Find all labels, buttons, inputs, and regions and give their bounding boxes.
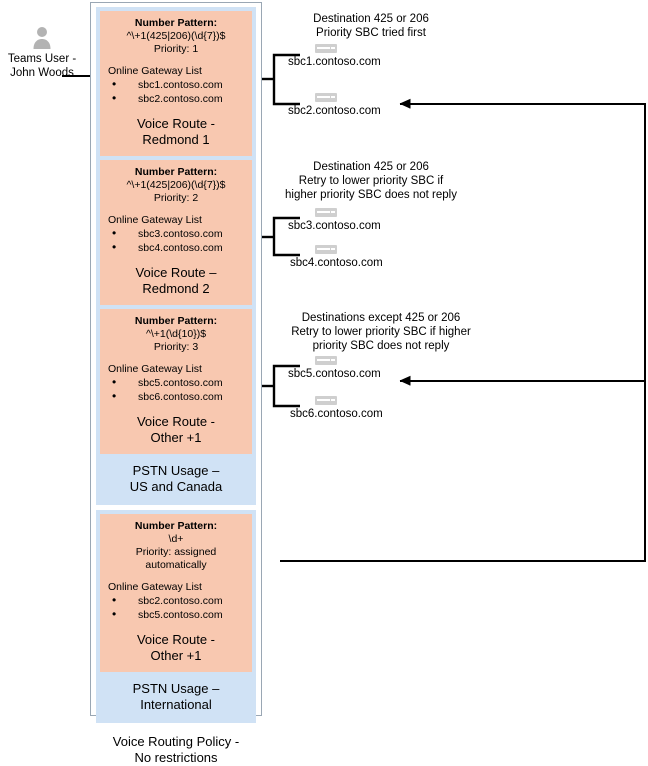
gateway-list-item: sbc3.contoso.com: [108, 226, 244, 241]
pattern-value: ^\+1(425|206)(\d{7})$: [126, 30, 226, 42]
gateway-list-item: sbc5.contoso.com: [108, 375, 244, 390]
voice-route-name: Voice Route -Redmond 1: [136, 116, 216, 147]
pstn-usage-label: PSTN Usage –US and Canada: [129, 463, 223, 494]
pattern-value: ^\+1(\d{10})$: [145, 328, 207, 340]
sbc-server-icon: [315, 356, 337, 365]
voice-route-redmond-2[interactable]: Number Pattern: ^\+1(425|206)(\d{7})$ Pr…: [100, 160, 252, 305]
voice-routing-policy-label: Voice Routing Policy -No restrictions: [112, 734, 240, 765]
voice-route-name: Voice Route –Redmond 2: [135, 265, 217, 296]
wire-international-loop: [280, 103, 646, 562]
gateway-list-title: Online Gateway List: [108, 65, 202, 77]
pattern-title: Number Pattern:: [134, 17, 218, 29]
voice-route-name: Voice Route -Other +1: [136, 414, 216, 445]
pattern-value: ^\+1(425|206)(\d{7})$: [126, 179, 226, 191]
sbc-node-label: sbc5.contoso.com: [288, 368, 381, 380]
number-pattern-label: Number Pattern: ^\+1(425|206)(\d{7})$: [108, 17, 244, 43]
voice-route-name: Voice Route -Other +1: [136, 632, 216, 663]
sbc-node-label: sbc2.contoso.com: [288, 105, 381, 117]
sbc-node-label: sbc1.contoso.com: [288, 56, 381, 68]
pattern-title: Number Pattern:: [134, 315, 218, 327]
sbc-node-label: sbc3.contoso.com: [288, 220, 381, 232]
sbc-node-sbc1[interactable]: sbc1.contoso.com: [288, 44, 381, 69]
sbc-server-icon: [315, 44, 337, 53]
pattern-value: \d+: [168, 533, 184, 545]
pattern-title: Number Pattern:: [134, 166, 218, 178]
teams-user-node: Teams User -John Woods: [0, 24, 84, 80]
person-avatar-icon: [33, 27, 51, 49]
sbc-node-sbc4[interactable]: sbc4.contoso.com: [290, 245, 383, 270]
priority-label: Priority: 1: [153, 43, 199, 55]
sbc-node-label: sbc4.contoso.com: [290, 257, 383, 269]
gateway-list-item: sbc4.contoso.com: [108, 240, 244, 255]
connector-lines: [62, 53, 646, 562]
gateway-list-item: sbc1.contoso.com: [108, 77, 244, 92]
gateway-list-item: sbc2.contoso.com: [108, 593, 244, 608]
gateway-list: sbc1.contoso.com sbc2.contoso.com: [108, 77, 244, 106]
priority-label: Priority: 3: [153, 341, 199, 353]
sbc-node-sbc6[interactable]: sbc6.contoso.com: [290, 396, 383, 421]
priority-label: Priority: 2: [153, 192, 199, 204]
sbc-server-icon: [315, 396, 337, 405]
pstn-usage-group-us-canada[interactable]: Number Pattern: ^\+1(425|206)(\d{7})$ Pr…: [96, 7, 256, 505]
teams-user-label: Teams User -John Woods: [7, 53, 77, 79]
gateway-list: sbc5.contoso.com sbc6.contoso.com: [108, 375, 244, 404]
gateway-list: sbc3.contoso.com sbc4.contoso.com: [108, 226, 244, 255]
voice-routing-policy-box[interactable]: Number Pattern: ^\+1(425|206)(\d{7})$ Pr…: [90, 2, 262, 765]
number-pattern-label: Number Pattern: ^\+1(\d{10})$: [108, 315, 244, 341]
sbc-node-sbc5[interactable]: sbc5.contoso.com: [288, 356, 381, 381]
gateway-list-title: Online Gateway List: [108, 581, 202, 593]
number-pattern-label: Number Pattern: \d+: [108, 520, 244, 546]
gateway-list-title: Online Gateway List: [108, 363, 202, 375]
sbc-server-icon: [315, 245, 337, 254]
gateway-list: sbc2.contoso.com sbc5.contoso.com: [108, 593, 244, 622]
sbc-node-sbc3[interactable]: sbc3.contoso.com: [288, 208, 381, 233]
sbc-node-label: sbc6.contoso.com: [290, 408, 383, 420]
gateway-list-item: sbc5.contoso.com: [108, 607, 244, 622]
voice-route-other-plus1-domestic[interactable]: Number Pattern: ^\+1(\d{10})$ Priority: …: [100, 309, 252, 454]
pstn-usage-label: PSTN Usage –International: [132, 681, 220, 712]
voice-route-redmond-1[interactable]: Number Pattern: ^\+1(425|206)(\d{7})$ Pr…: [100, 11, 252, 156]
pattern-title: Number Pattern:: [134, 520, 218, 532]
number-pattern-label: Number Pattern: ^\+1(425|206)(\d{7})$: [108, 166, 244, 192]
gateway-list-item: sbc6.contoso.com: [108, 389, 244, 404]
gateway-list-title: Online Gateway List: [108, 214, 202, 226]
sbc-node-sbc2[interactable]: sbc2.contoso.com: [288, 93, 381, 118]
sbc-server-icon: [315, 208, 337, 217]
sbc-server-icon: [315, 93, 337, 102]
arrowhead-to-sbc5: [399, 375, 411, 386]
arrowhead-to-sbc2: [399, 98, 411, 109]
gateway-list-item: sbc2.contoso.com: [108, 91, 244, 106]
